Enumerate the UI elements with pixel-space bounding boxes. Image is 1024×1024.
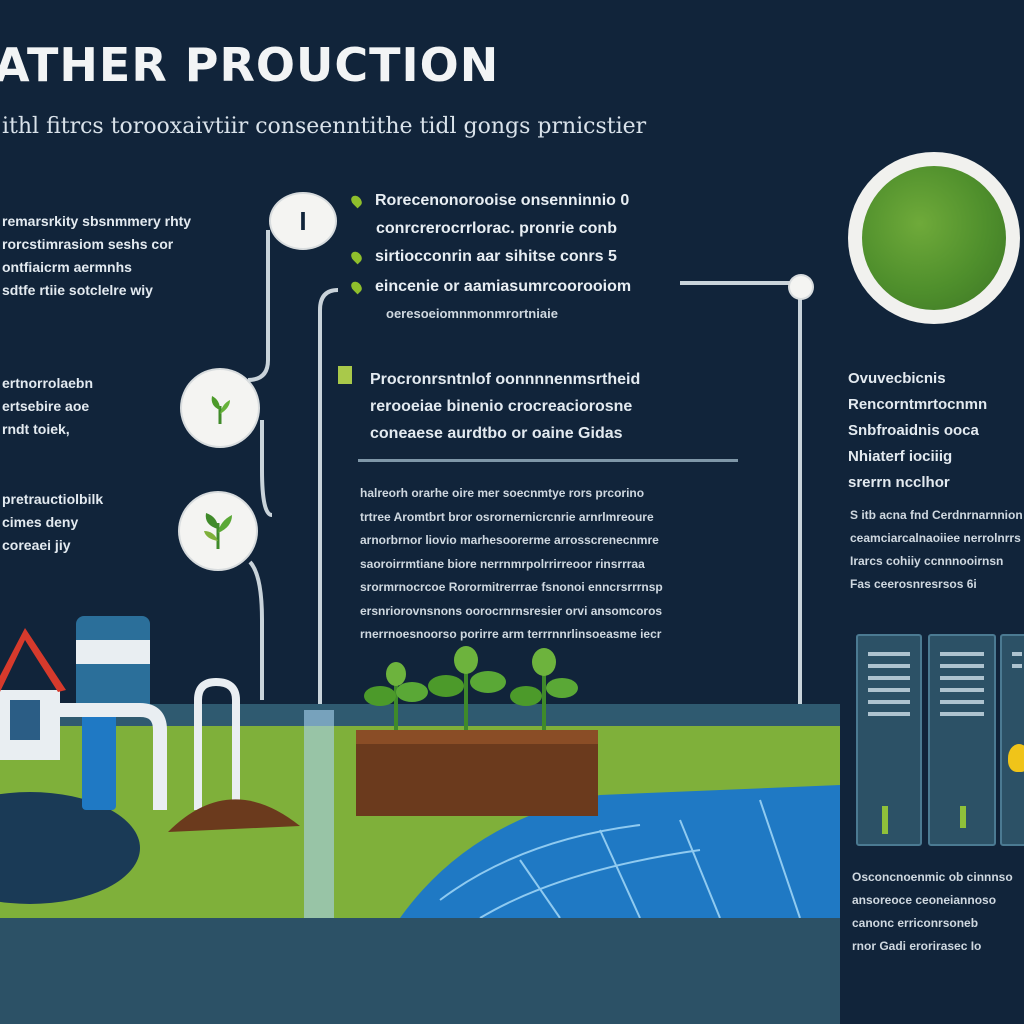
body-line: srormrnocrcoe Rorormitrerrrae fsnonoi en…: [360, 580, 663, 594]
right-footer-line: canonc erriconrsoneb: [852, 916, 979, 930]
body-line: arnorbrnor liovio marhesoorerme arrosscr…: [360, 533, 659, 547]
left-text-line: coreaei jiy: [2, 537, 71, 553]
divider: [358, 459, 738, 462]
left-text-line: ontfiaicrm aermnhs: [2, 259, 132, 275]
seedling-icon: [428, 646, 506, 730]
plant-circle-1: [182, 370, 258, 446]
bullet-item: conrcrerocrrlorac. pronrie conb: [352, 216, 631, 242]
bullet-sub-text: oeresoeiomnmonmrortniaie: [386, 306, 558, 321]
left-text-line: remarsrkity sbsnmmery rhty: [2, 213, 192, 229]
left-text-line: rorcstimrasiom seshs cor: [2, 236, 174, 252]
bullet-text: conrcrerocrrlorac. pronrie conb: [376, 220, 617, 237]
connector-node: [790, 276, 812, 298]
center-heading-line: Procronrsntnlof oonnnnenmsrtheid: [370, 371, 641, 388]
leaf-bullet-icon: [349, 249, 364, 265]
bullet-text: eincenie or aamiasumrcoorooiom: [375, 278, 632, 295]
left-text-line: ertnorrolaebn: [2, 375, 94, 391]
left-text-line: sdtfe rtiie sotclelre wiy: [2, 282, 153, 298]
bullet-text: sirtiocconrin aar sihitse conrs 5: [375, 248, 617, 265]
plant-leaves-icon: [204, 513, 232, 549]
plant-sprout-icon: [211, 396, 230, 424]
right-heading-line: Ovuvecbicnis: [848, 370, 946, 387]
left-text-line: rndt toiek,: [2, 421, 70, 437]
right-footer-line: ansoreoce ceoneiannoso: [852, 893, 997, 907]
right-heading-line: Snbfroaidnis ooca: [848, 422, 979, 439]
right-heading-line: srerrn ncclhor: [848, 474, 950, 491]
right-footer: Osconcnoenmic ob cinnnso ansoreoce ceone…: [852, 866, 1024, 958]
left-text-block-1: remarsrkity sbsnmmery rhty rorcstimrasio…: [2, 210, 197, 302]
bullet-list: Rorecenonorooise onsenninnio 0 conrcrero…: [349, 186, 632, 325]
bullet-text: Rorecenonorooise onsenninnio 0: [375, 192, 630, 209]
right-heading-line: Rencorntmrtocnmn: [848, 396, 988, 413]
plant-circle-2: [180, 493, 256, 569]
right-body-line: S itb acna fnd Cerdnrnarnnion: [850, 508, 1023, 522]
pipe-icon: [40, 703, 167, 810]
left-text-line: cimes deny: [2, 514, 79, 530]
water-channel: [304, 710, 334, 918]
planter-box: [356, 730, 598, 816]
body-line: halreorh orarhe oire mer soecnmtye rors …: [360, 486, 645, 500]
pond: [0, 792, 140, 904]
right-body-line: Irarcs cohiiy ccnnnooirnsn: [850, 554, 1004, 568]
section-marker-icon: [338, 366, 352, 384]
page-title: ATHER PROUCTION: [0, 38, 500, 92]
leaf-bullet-icon: [349, 279, 364, 295]
leaf-bullet-icon: [349, 193, 364, 209]
body-line: trtree Aromtbrt bror osrornernicrcnrie a…: [360, 509, 654, 524]
center-body: halreorh orarhe oire mer soecnmtye rors …: [360, 482, 740, 647]
body-line: ersnriorovnsnons oorocrnrnsresier orvi a…: [360, 603, 663, 618]
right-footer-line: rnor Gadi erorirasec Io: [852, 939, 982, 953]
bullet-item: eincenie or aamiasumrcoorooiom: [349, 272, 632, 302]
info-panel-3: [1000, 634, 1024, 846]
grass-texture-icon: [862, 166, 1006, 310]
body-line: rnerrnoesnoorso porirre arm terrrnnrlins…: [360, 627, 662, 641]
right-heading: Ovuvecbicnis Rencorntmrtocnmn Snbfroaidn…: [848, 366, 1024, 496]
right-body-line: ceamciarcalnaoiiee nerrolnrrs: [850, 531, 1021, 545]
soil-pile-icon: [168, 799, 300, 832]
left-text-line: pretrauctiolbilk: [2, 491, 104, 507]
grass-circle: [848, 152, 1020, 324]
water-tank-icon: [76, 616, 150, 810]
right-body-line: Fas ceerosnresrsos 6i: [850, 577, 977, 591]
center-heading-line: rerooeiae binenio crocreaciorosne: [370, 398, 633, 415]
seedling-icon: [364, 662, 428, 730]
bottom-band: [0, 918, 840, 1024]
center-heading: Procronrsntnlof oonnnnenmsrtheid rerooei…: [370, 366, 640, 447]
center-heading-line: coneaese aurdtbo or oaine Gidas: [370, 425, 623, 442]
water-surface-icon: [400, 785, 840, 918]
body-line: saoroirrmtiane biore nerrnmrpolrrirreoor…: [360, 556, 645, 571]
bullet-item: Rorecenonorooise onsenninnio 0: [349, 186, 631, 216]
bullet-item: sirtiocconrin aar sihitse conrs 5: [349, 242, 631, 272]
step-marker-label: I: [299, 205, 307, 236]
right-heading-line: Nhiaterf iociiig: [848, 448, 953, 465]
step-marker: I: [271, 194, 335, 248]
lightbulb-icon: [1008, 744, 1024, 772]
house-icon: [0, 628, 66, 760]
info-panel-2: [928, 634, 996, 846]
left-text-line: ertsebire aoe: [2, 398, 90, 414]
pipe-icon: [194, 677, 240, 810]
info-panel-1: [856, 634, 922, 846]
left-text-block-2: ertnorrolaebn ertsebire aoe rndt toiek,: [2, 372, 122, 441]
left-text-block-3: pretrauctiolbilk cimes deny coreaei jiy: [2, 488, 122, 557]
right-footer-line: Osconcnoenmic ob cinnnso: [852, 870, 1013, 884]
seedling-icon: [510, 648, 578, 730]
page-subtitle: ithl fitrcs torooxaivtiir conseenntithe …: [2, 114, 647, 139]
right-body: S itb acna fnd Cerdnrnarnnion ceamciarca…: [850, 504, 1024, 596]
landscape-scene: [0, 616, 840, 1024]
